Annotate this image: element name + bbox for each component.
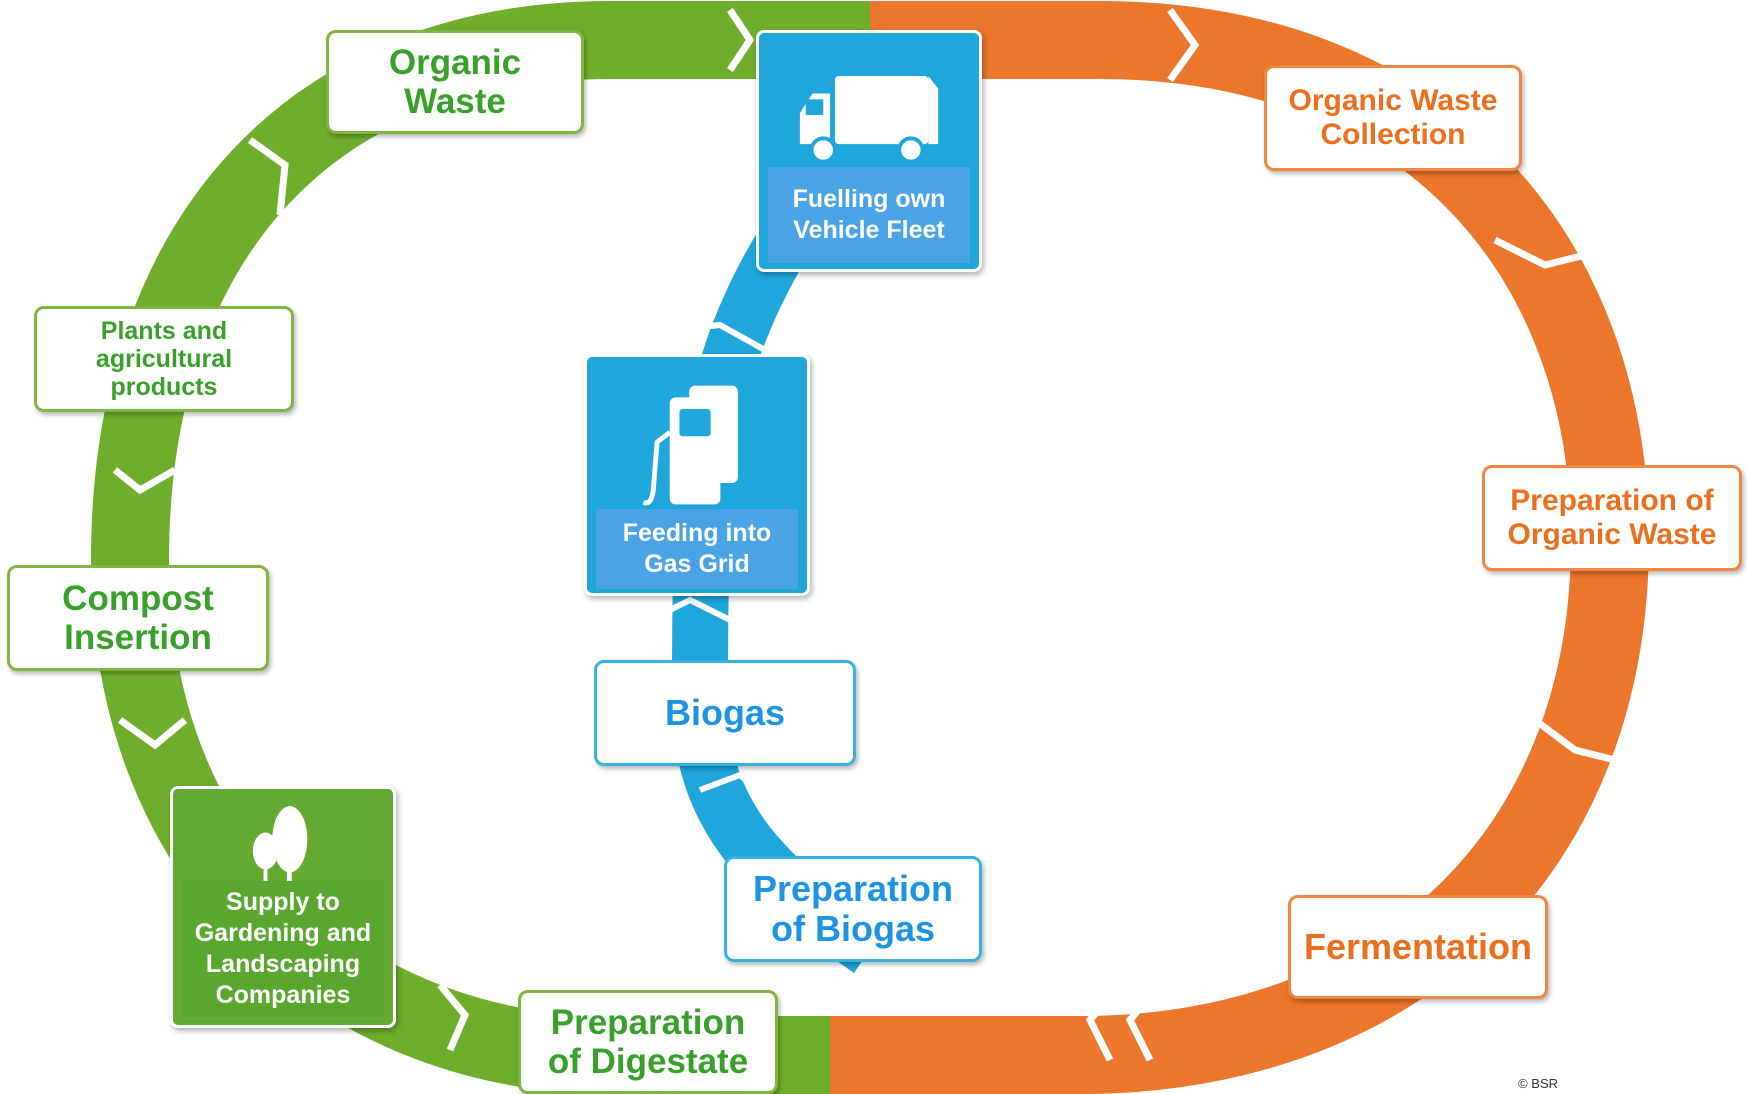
trees-icon <box>252 806 308 888</box>
fuel-pump-icon <box>642 385 738 506</box>
truck-icon <box>799 76 939 164</box>
fermentation-node: Fermentation <box>1288 895 1548 999</box>
copyright-text: © BSR <box>1518 1076 1558 1091</box>
biogas-node: Biogas <box>594 660 856 766</box>
blue-chevrons <box>648 321 777 808</box>
green-chevrons <box>112 8 755 1052</box>
orange-chevrons <box>1085 7 1616 1062</box>
